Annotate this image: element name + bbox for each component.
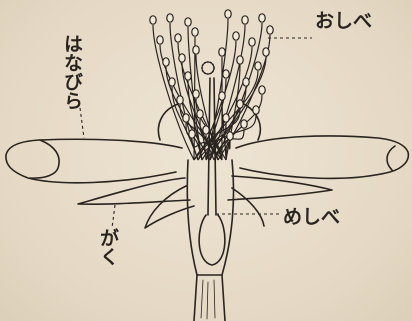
stamen-anther (163, 58, 169, 66)
stamen-anther (183, 114, 189, 122)
stamen-anther (263, 48, 269, 56)
stamen-anther (219, 92, 225, 100)
stamen-anther (249, 38, 255, 46)
stamen-anther (223, 70, 229, 78)
stamen-anther (227, 132, 233, 140)
leader-petal (80, 108, 84, 138)
petal-right-fold (387, 146, 395, 170)
stamen-anther (259, 14, 265, 22)
stamen-anther (233, 32, 239, 40)
petal-left-fold (30, 140, 59, 178)
sepal-right-inner (232, 188, 264, 226)
stamen-anther (175, 34, 181, 42)
stamen-anther (237, 100, 243, 108)
receptacle (187, 160, 233, 275)
stamen-anther (150, 16, 156, 24)
stamen-anther (185, 18, 191, 26)
stamen-anther (189, 130, 195, 138)
stamen-anther (179, 54, 185, 62)
stamen-anther (193, 46, 199, 54)
petal-left (6, 139, 182, 183)
stamen-anther (192, 28, 198, 36)
stamen-anther (253, 106, 259, 114)
stamen-anther (267, 26, 273, 34)
stamen-anther (193, 90, 199, 98)
label-sepal: がく (98, 228, 117, 266)
stamen-anther (219, 48, 225, 56)
stamen-anther (241, 120, 247, 128)
stamen-anther (255, 62, 261, 70)
leader-sepal (112, 205, 115, 228)
stem-hatch (201, 280, 215, 319)
stamen-anther (185, 72, 191, 80)
stamen-anther (237, 56, 243, 64)
stamen-anther (225, 10, 231, 18)
label-stamen: おしべ (315, 12, 372, 31)
petal-right (236, 136, 408, 178)
label-petal: はなびら (62, 34, 81, 110)
stamen-anther (203, 126, 209, 134)
label-pistil: めしべ (283, 208, 340, 227)
stigma (202, 62, 214, 74)
stamen-anther (259, 86, 265, 94)
stamen-anther (169, 78, 175, 86)
stamen-anther (157, 36, 163, 44)
stamen-anther (177, 96, 183, 104)
stamen-anther (167, 14, 173, 22)
stamen-anther (242, 16, 248, 24)
stamen-anther (197, 110, 203, 118)
stamen-anther (243, 78, 249, 86)
stem (194, 275, 225, 321)
stamen-anther (223, 114, 229, 122)
pistil (199, 78, 225, 265)
